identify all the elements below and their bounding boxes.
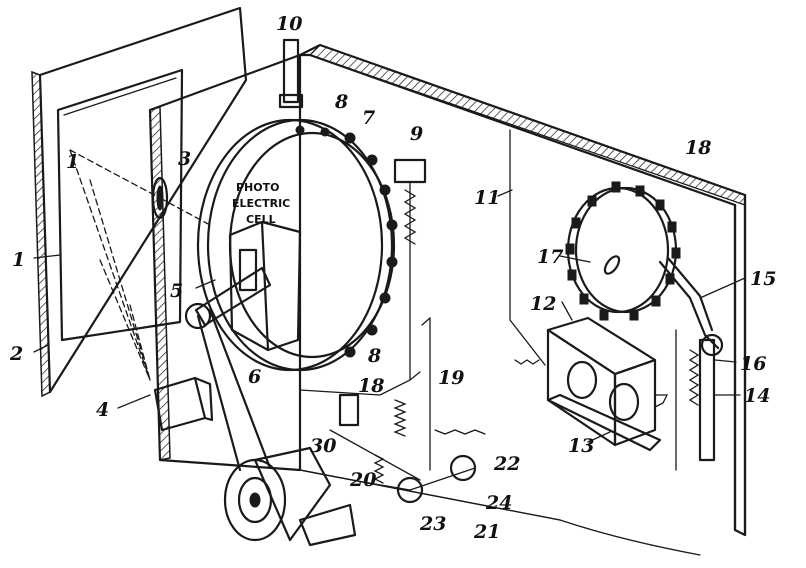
middle-wall bbox=[148, 53, 302, 472]
callout-5: 5 bbox=[170, 280, 183, 302]
screen-panel bbox=[31, 6, 248, 398]
callout-15: 15 bbox=[750, 268, 776, 290]
scanning-disc: PHOTO ELECTRIC CELL bbox=[184, 118, 398, 372]
cell-label-3: CELL bbox=[246, 213, 276, 226]
callout-30: 30 bbox=[310, 435, 336, 457]
leader-lines bbox=[33, 189, 746, 443]
pawl-lever bbox=[658, 256, 724, 471]
callout-9: 9 bbox=[410, 123, 423, 145]
motor bbox=[196, 308, 411, 547]
sprocket-wheel bbox=[565, 181, 681, 321]
lamp-box bbox=[153, 376, 214, 432]
callout-7: 7 bbox=[362, 107, 375, 129]
callout-22: 22 bbox=[493, 453, 520, 475]
callouts: 10 8 7 9 1 3 11 18 1 17 15 5 12 2 6 8 16… bbox=[9, 13, 776, 543]
callout-19: 19 bbox=[438, 367, 464, 389]
callout-3: 3 bbox=[178, 148, 191, 170]
callout-17: 17 bbox=[537, 246, 563, 268]
callout-8-top: 8 bbox=[334, 91, 348, 113]
callout-6: 6 bbox=[248, 366, 261, 388]
callout-11: 11 bbox=[474, 187, 500, 209]
callout-20: 20 bbox=[349, 469, 376, 491]
electromagnet bbox=[546, 316, 669, 452]
callout-4: 4 bbox=[96, 399, 109, 421]
callout-23: 23 bbox=[419, 513, 446, 535]
callout-14: 14 bbox=[744, 385, 770, 407]
callout-24: 24 bbox=[485, 492, 512, 514]
lens bbox=[151, 176, 169, 220]
cell-label-2: ELECTRIC bbox=[232, 197, 290, 210]
callout-16: 16 bbox=[740, 353, 766, 375]
callout-18: 18 bbox=[358, 375, 384, 397]
cell-label-1: PHOTO bbox=[236, 181, 279, 194]
callout-18-top: 18 bbox=[685, 137, 711, 159]
callout-10: 10 bbox=[276, 13, 302, 35]
callout-8-bottom: 8 bbox=[367, 345, 381, 367]
callout-12: 12 bbox=[530, 293, 556, 315]
callout-13: 13 bbox=[568, 435, 594, 457]
callout-21: 21 bbox=[473, 521, 500, 543]
top-bracket bbox=[278, 38, 427, 381]
callout-1-upper: 1 bbox=[66, 151, 79, 173]
callout-1: 1 bbox=[12, 249, 25, 271]
light-rays bbox=[69, 149, 211, 381]
circuit-parts bbox=[299, 129, 561, 521]
callout-2: 2 bbox=[9, 343, 23, 365]
